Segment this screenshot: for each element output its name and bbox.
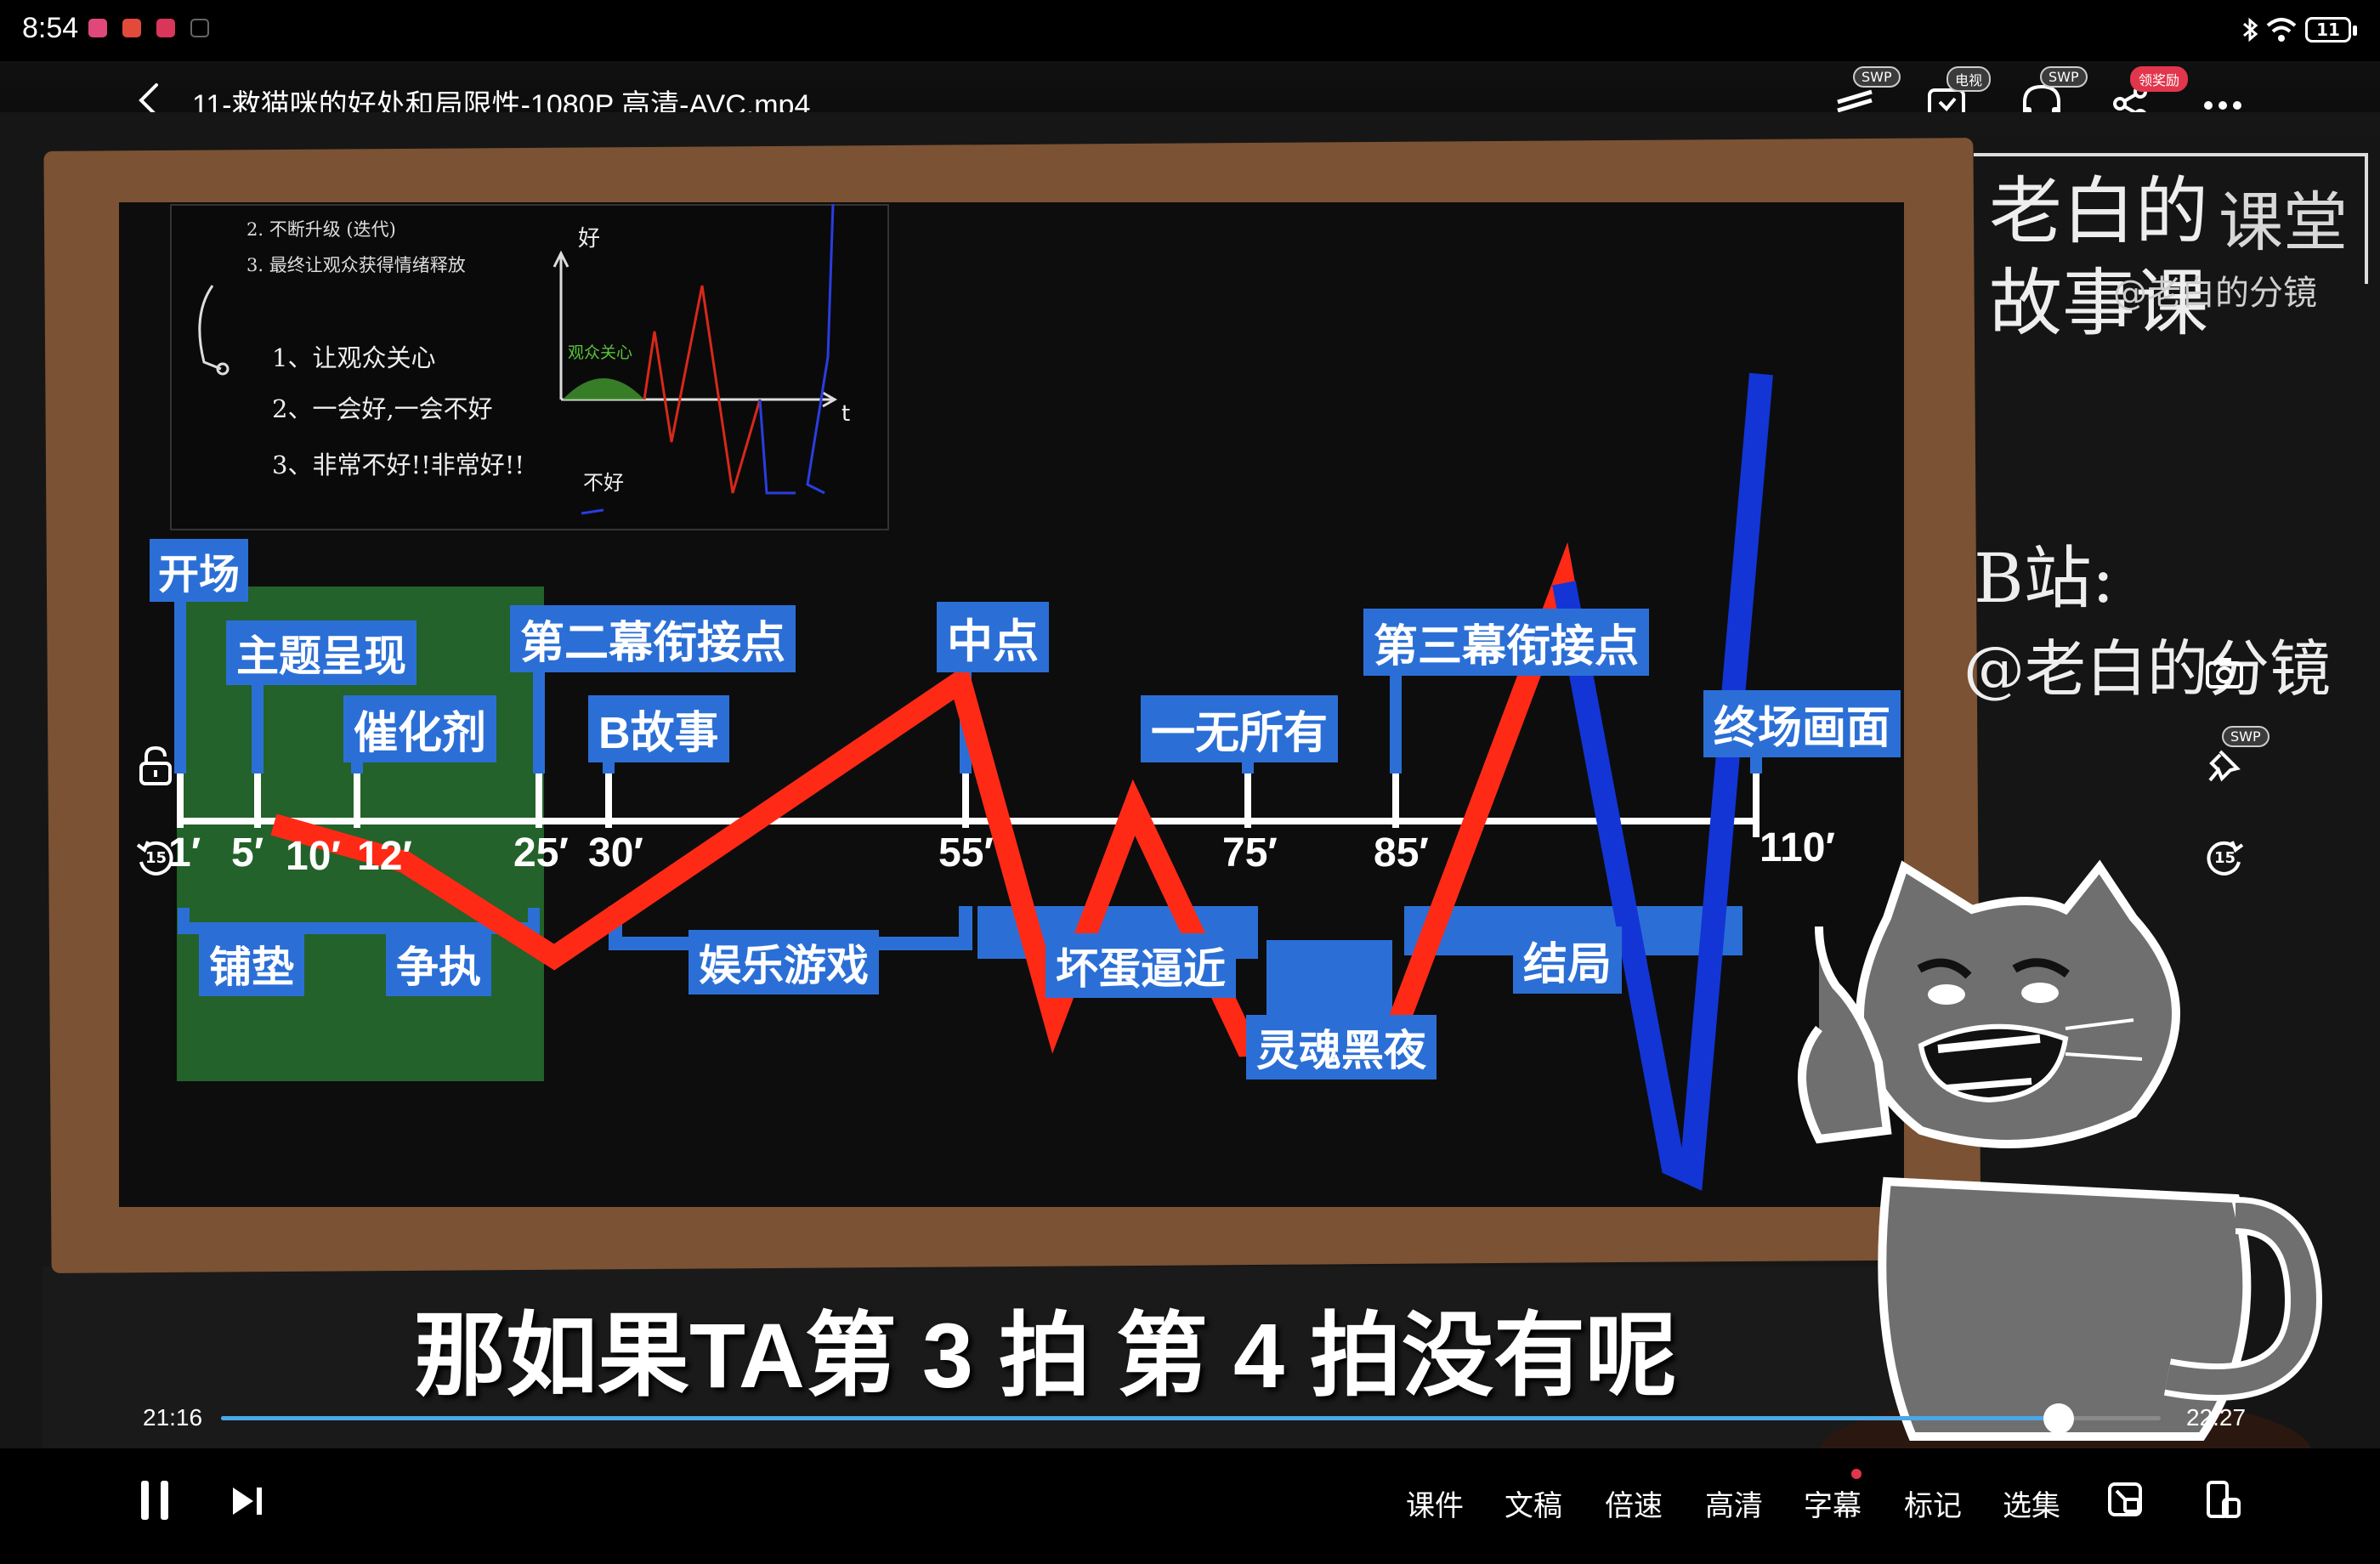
tick-label: 75′ bbox=[1222, 830, 1278, 876]
brand-site: B站: bbox=[1974, 539, 2115, 618]
sketch-panel bbox=[170, 204, 889, 530]
tick-label: 55′ bbox=[938, 830, 994, 876]
bluetooth-icon bbox=[2243, 17, 2258, 42]
tick-label: 10′ bbox=[286, 834, 341, 879]
brand-title: 老白的 故事课 bbox=[1989, 169, 2208, 346]
sketch-line: 2、一会好,一会不好 bbox=[272, 394, 493, 423]
sketch-line: 3、非常不好!!非常好!! bbox=[272, 450, 525, 479]
forward-seconds: 15 bbox=[2214, 849, 2236, 867]
arrow-icon bbox=[198, 285, 230, 376]
sound-effect-button[interactable]: SWP bbox=[1829, 66, 1901, 128]
status-bar bbox=[0, 0, 2380, 61]
share-button[interactable]: 领奖励 bbox=[2106, 66, 2189, 128]
time-current: 21:16 bbox=[143, 1404, 203, 1431]
beat-label-all-lost: 一无所有 bbox=[1141, 695, 1339, 762]
seek-progress bbox=[221, 1416, 2060, 1420]
tick-label: 1′ bbox=[168, 830, 201, 876]
tick-label: 110′ bbox=[1760, 825, 1835, 870]
back-button[interactable] bbox=[133, 82, 167, 119]
sketch-axis-label: 好 bbox=[578, 226, 601, 252]
brand-course: 课堂 bbox=[2218, 184, 2348, 260]
cast-tv-button[interactable]: 电视 bbox=[1923, 66, 1992, 128]
beat-label-catalyst: 催化剂 bbox=[343, 695, 497, 762]
segment-debate: 争执 bbox=[386, 932, 491, 996]
bookmark-button[interactable]: 标记 bbox=[1904, 1490, 1962, 1522]
tick-label: 5′ bbox=[231, 830, 264, 876]
watermark-text: @老白的分镜 bbox=[2113, 274, 2317, 313]
segment-setup: 铺垫 bbox=[199, 932, 304, 996]
beat-label-b-story: B故事 bbox=[588, 695, 729, 762]
swp-tag: SWP bbox=[1853, 66, 1901, 88]
rewind-15-button[interactable]: 15 bbox=[134, 838, 177, 881]
subtitles-button[interactable]: 字幕 bbox=[1804, 1490, 1862, 1522]
segment-finale: 结局 bbox=[1513, 926, 1623, 994]
brand-handle: @老白的分镜 bbox=[1964, 633, 2332, 705]
sketch-item: 3. 最终让观众获得情绪释放 bbox=[246, 255, 466, 275]
tick-label: 30′ bbox=[588, 830, 643, 876]
status-clock: 8:54 bbox=[22, 12, 79, 44]
beat-label-act2-break: 第二幕衔接点 bbox=[510, 605, 796, 672]
battery-indicator: 11 bbox=[2305, 17, 2357, 42]
courseware-button[interactable]: 课件 bbox=[1406, 1490, 1464, 1522]
tick-label: 25′ bbox=[513, 830, 569, 876]
swp-tag: SWP bbox=[2040, 66, 2088, 88]
beat-label-act3-break: 第三幕衔接点 bbox=[1363, 609, 1650, 676]
pin-button[interactable]: SWP bbox=[2203, 726, 2270, 787]
rewind-seconds: 15 bbox=[145, 849, 167, 867]
screen-lock-button[interactable] bbox=[134, 745, 177, 787]
beat-label-final-image: 终场画面 bbox=[1703, 690, 1901, 757]
sketch-item: 2. 不断升级 (迭代) bbox=[246, 219, 396, 240]
segment-dark-night: 灵魂黑夜 bbox=[1246, 1015, 1436, 1080]
subtitles-badge-dot bbox=[1851, 1469, 1862, 1479]
seek-thumb[interactable] bbox=[2043, 1403, 2075, 1434]
tv-tag: 电视 bbox=[1946, 66, 1992, 92]
video-subtitle: 那如果TA第 3 拍 第 4 拍没有呢 bbox=[413, 1304, 1678, 1407]
picture-in-picture-button[interactable] bbox=[2106, 1479, 2147, 1520]
reward-tag: 领奖励 bbox=[2130, 66, 2189, 92]
tick-label: 85′ bbox=[1374, 830, 1429, 876]
seek-bar[interactable] bbox=[221, 1403, 2161, 1434]
brand-logo-frame bbox=[1974, 153, 2368, 284]
rotate-screen-button[interactable] bbox=[2202, 1479, 2242, 1520]
app-notification-icon bbox=[122, 19, 141, 37]
sketch-graph bbox=[552, 204, 838, 515]
speed-button[interactable]: 倍速 bbox=[1605, 1490, 1663, 1522]
app-notification-icon bbox=[88, 19, 107, 37]
episodes-button[interactable]: 选集 bbox=[2003, 1490, 2060, 1522]
pause-button[interactable] bbox=[134, 1477, 177, 1523]
segment-fun-games: 娱乐游戏 bbox=[688, 930, 879, 994]
rewind-15-icon bbox=[136, 841, 173, 876]
forward-15-icon bbox=[2207, 841, 2244, 876]
sketch-region-label: 观众关心 bbox=[568, 343, 633, 362]
beat-label-opening: 开场 bbox=[150, 539, 249, 602]
time-total: 22:27 bbox=[2186, 1404, 2247, 1431]
segment-bad-guys: 坏蛋逼近 bbox=[1046, 933, 1236, 998]
swp-tag: SWP bbox=[2222, 726, 2270, 747]
transcript-button[interactable]: 文稿 bbox=[1504, 1490, 1562, 1522]
tiktok-notification-icon bbox=[190, 19, 209, 37]
screenshot-camera-button[interactable] bbox=[2203, 651, 2246, 694]
next-episode-button[interactable] bbox=[230, 1484, 267, 1518]
beat-label-midpoint: 中点 bbox=[937, 602, 1049, 672]
quality-button[interactable]: 高清 bbox=[1705, 1490, 1763, 1522]
sketch-axis-label: 不好 bbox=[583, 471, 624, 495]
sketch-axis-label: t bbox=[842, 401, 851, 427]
pin-icon bbox=[2208, 750, 2241, 782]
sketch-line: 1、让观众关心 bbox=[272, 343, 436, 372]
tick-label: 12′ bbox=[357, 834, 412, 879]
player-controls bbox=[0, 1450, 2380, 1564]
beat-label-theme: 主题呈现 bbox=[226, 620, 416, 685]
wifi-icon bbox=[2266, 18, 2297, 42]
more-options-icon[interactable] bbox=[2202, 88, 2244, 122]
app-notification-icon bbox=[156, 19, 175, 37]
forward-15-button[interactable]: 15 bbox=[2203, 838, 2246, 881]
